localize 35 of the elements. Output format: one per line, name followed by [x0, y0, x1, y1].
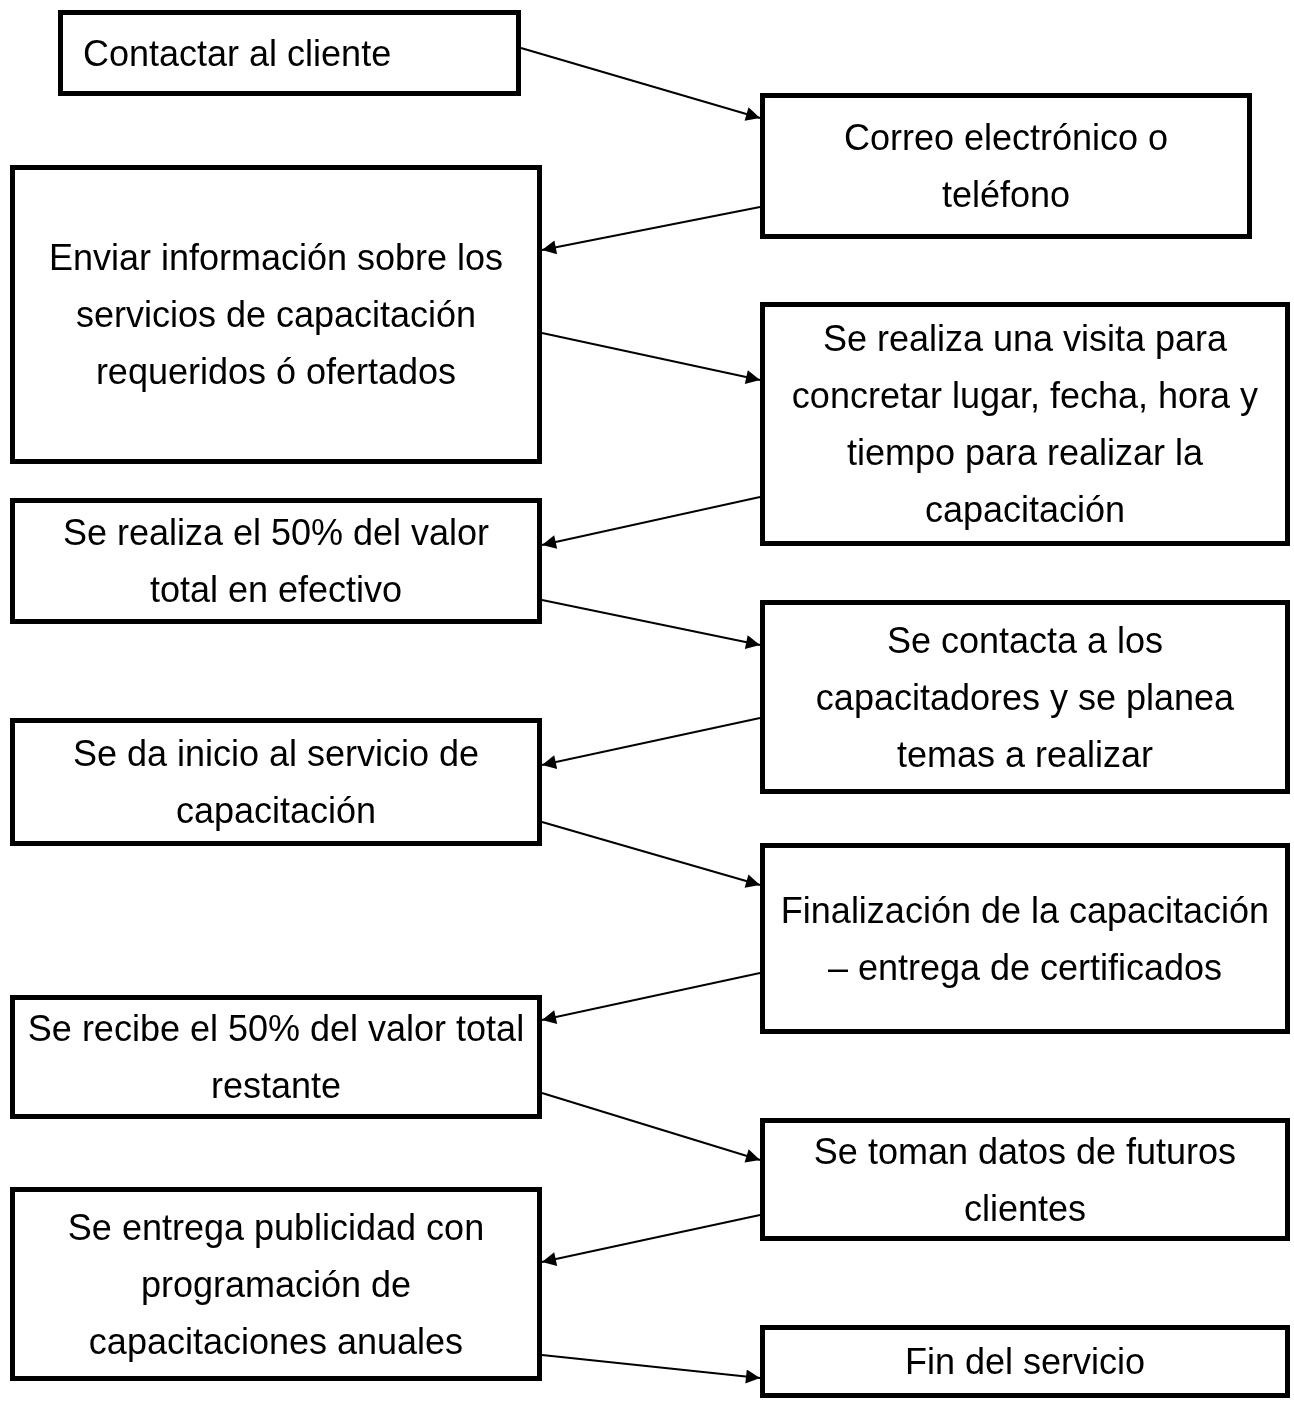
step-text: Enviar información sobre los servicios de capacitación requeridos ó ofertados	[47, 236, 505, 394]
arrow	[541, 1354, 761, 1384]
step-text: Se entrega publicidad con programación de capacitaciones anuales	[66, 1205, 486, 1364]
arrow	[520, 47, 761, 121]
process-box	[10, 718, 542, 846]
process-box	[10, 1187, 542, 1381]
step-text: Se da inicio al servicio de capacitación	[71, 732, 481, 833]
arrow	[541, 599, 761, 650]
arrow	[541, 206, 761, 255]
arrow	[541, 1214, 761, 1266]
arrow	[541, 717, 761, 769]
process-box	[760, 93, 1252, 239]
step-text: Fin del servicio	[904, 1340, 1146, 1384]
step-text: Se realiza una visita para concretar lugar, fecha, hora y tiempo para realizar la capacitación	[790, 317, 1260, 532]
step-text: Finalización de la capacitación – entrega de certificados	[779, 888, 1271, 990]
arrow	[541, 972, 761, 1024]
step-text: Se realiza el 50% del valor total en efectivo	[61, 511, 491, 612]
process-box	[10, 165, 542, 464]
process-box	[10, 995, 542, 1119]
process-box	[760, 600, 1290, 794]
arrow	[541, 1092, 761, 1163]
arrow	[541, 332, 761, 384]
process-box	[760, 1118, 1290, 1241]
process-box	[760, 1325, 1290, 1398]
arrow	[541, 821, 761, 888]
process-box	[760, 302, 1290, 546]
step-text: Se toman datos de futuros clientes	[812, 1129, 1238, 1231]
arrow	[541, 496, 761, 549]
process-box	[58, 10, 521, 96]
step-text: Correo electrónico o teléfono	[842, 116, 1170, 217]
step-text: Contactar al cliente	[83, 31, 392, 76]
process-box	[10, 498, 542, 624]
step-text: Se contacta a los capacitadores y se planea temas a realizar	[814, 618, 1236, 777]
step-text: Se recibe el 50% del valor total restante	[26, 1007, 526, 1108]
process-box	[760, 843, 1290, 1034]
